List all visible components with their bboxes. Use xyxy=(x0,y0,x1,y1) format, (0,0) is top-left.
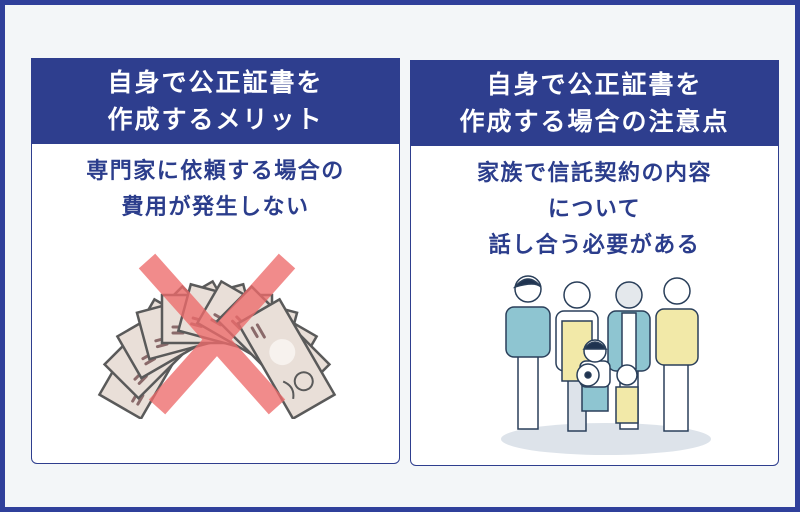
red-cross-icon xyxy=(138,253,296,415)
merit-desc-line-1: 専門家に依頼する場合の xyxy=(86,159,345,184)
banknotes-crossed-out-icon xyxy=(97,253,337,419)
merit-description: 専門家に依頼する場合の 費用が発生しない xyxy=(32,154,399,226)
caution-card-header: 自身で公正証書を 作成する場合の注意点 xyxy=(411,61,778,146)
caution-desc-line-3: 話し合う必要がある xyxy=(488,233,701,258)
merit-card: 自身で公正証書を 作成するメリット 専門家に依頼する場合の 費用が発生しない xyxy=(31,58,400,464)
caution-title-line-1: 自身で公正証書を xyxy=(486,70,703,99)
caution-description: 家族で信託契約の内容 について 話し合う必要がある xyxy=(411,156,778,264)
caution-title-line-2: 作成する場合の注意点 xyxy=(459,107,730,136)
family-group-icon xyxy=(501,275,711,455)
caution-desc-line-1: 家族で信託契約の内容 xyxy=(476,161,712,186)
merit-desc-line-2: 費用が発生しない xyxy=(121,195,310,220)
merit-title-line-2: 作成するメリット xyxy=(107,105,324,134)
caution-desc-line-2: について xyxy=(547,197,642,222)
caution-card: 自身で公正証書を 作成する場合の注意点 家族で信託契約の内容 について 話し合う… xyxy=(410,60,779,466)
merit-title-line-1: 自身で公正証書を xyxy=(107,68,324,97)
merit-card-header: 自身で公正証書を 作成するメリット xyxy=(32,59,399,144)
